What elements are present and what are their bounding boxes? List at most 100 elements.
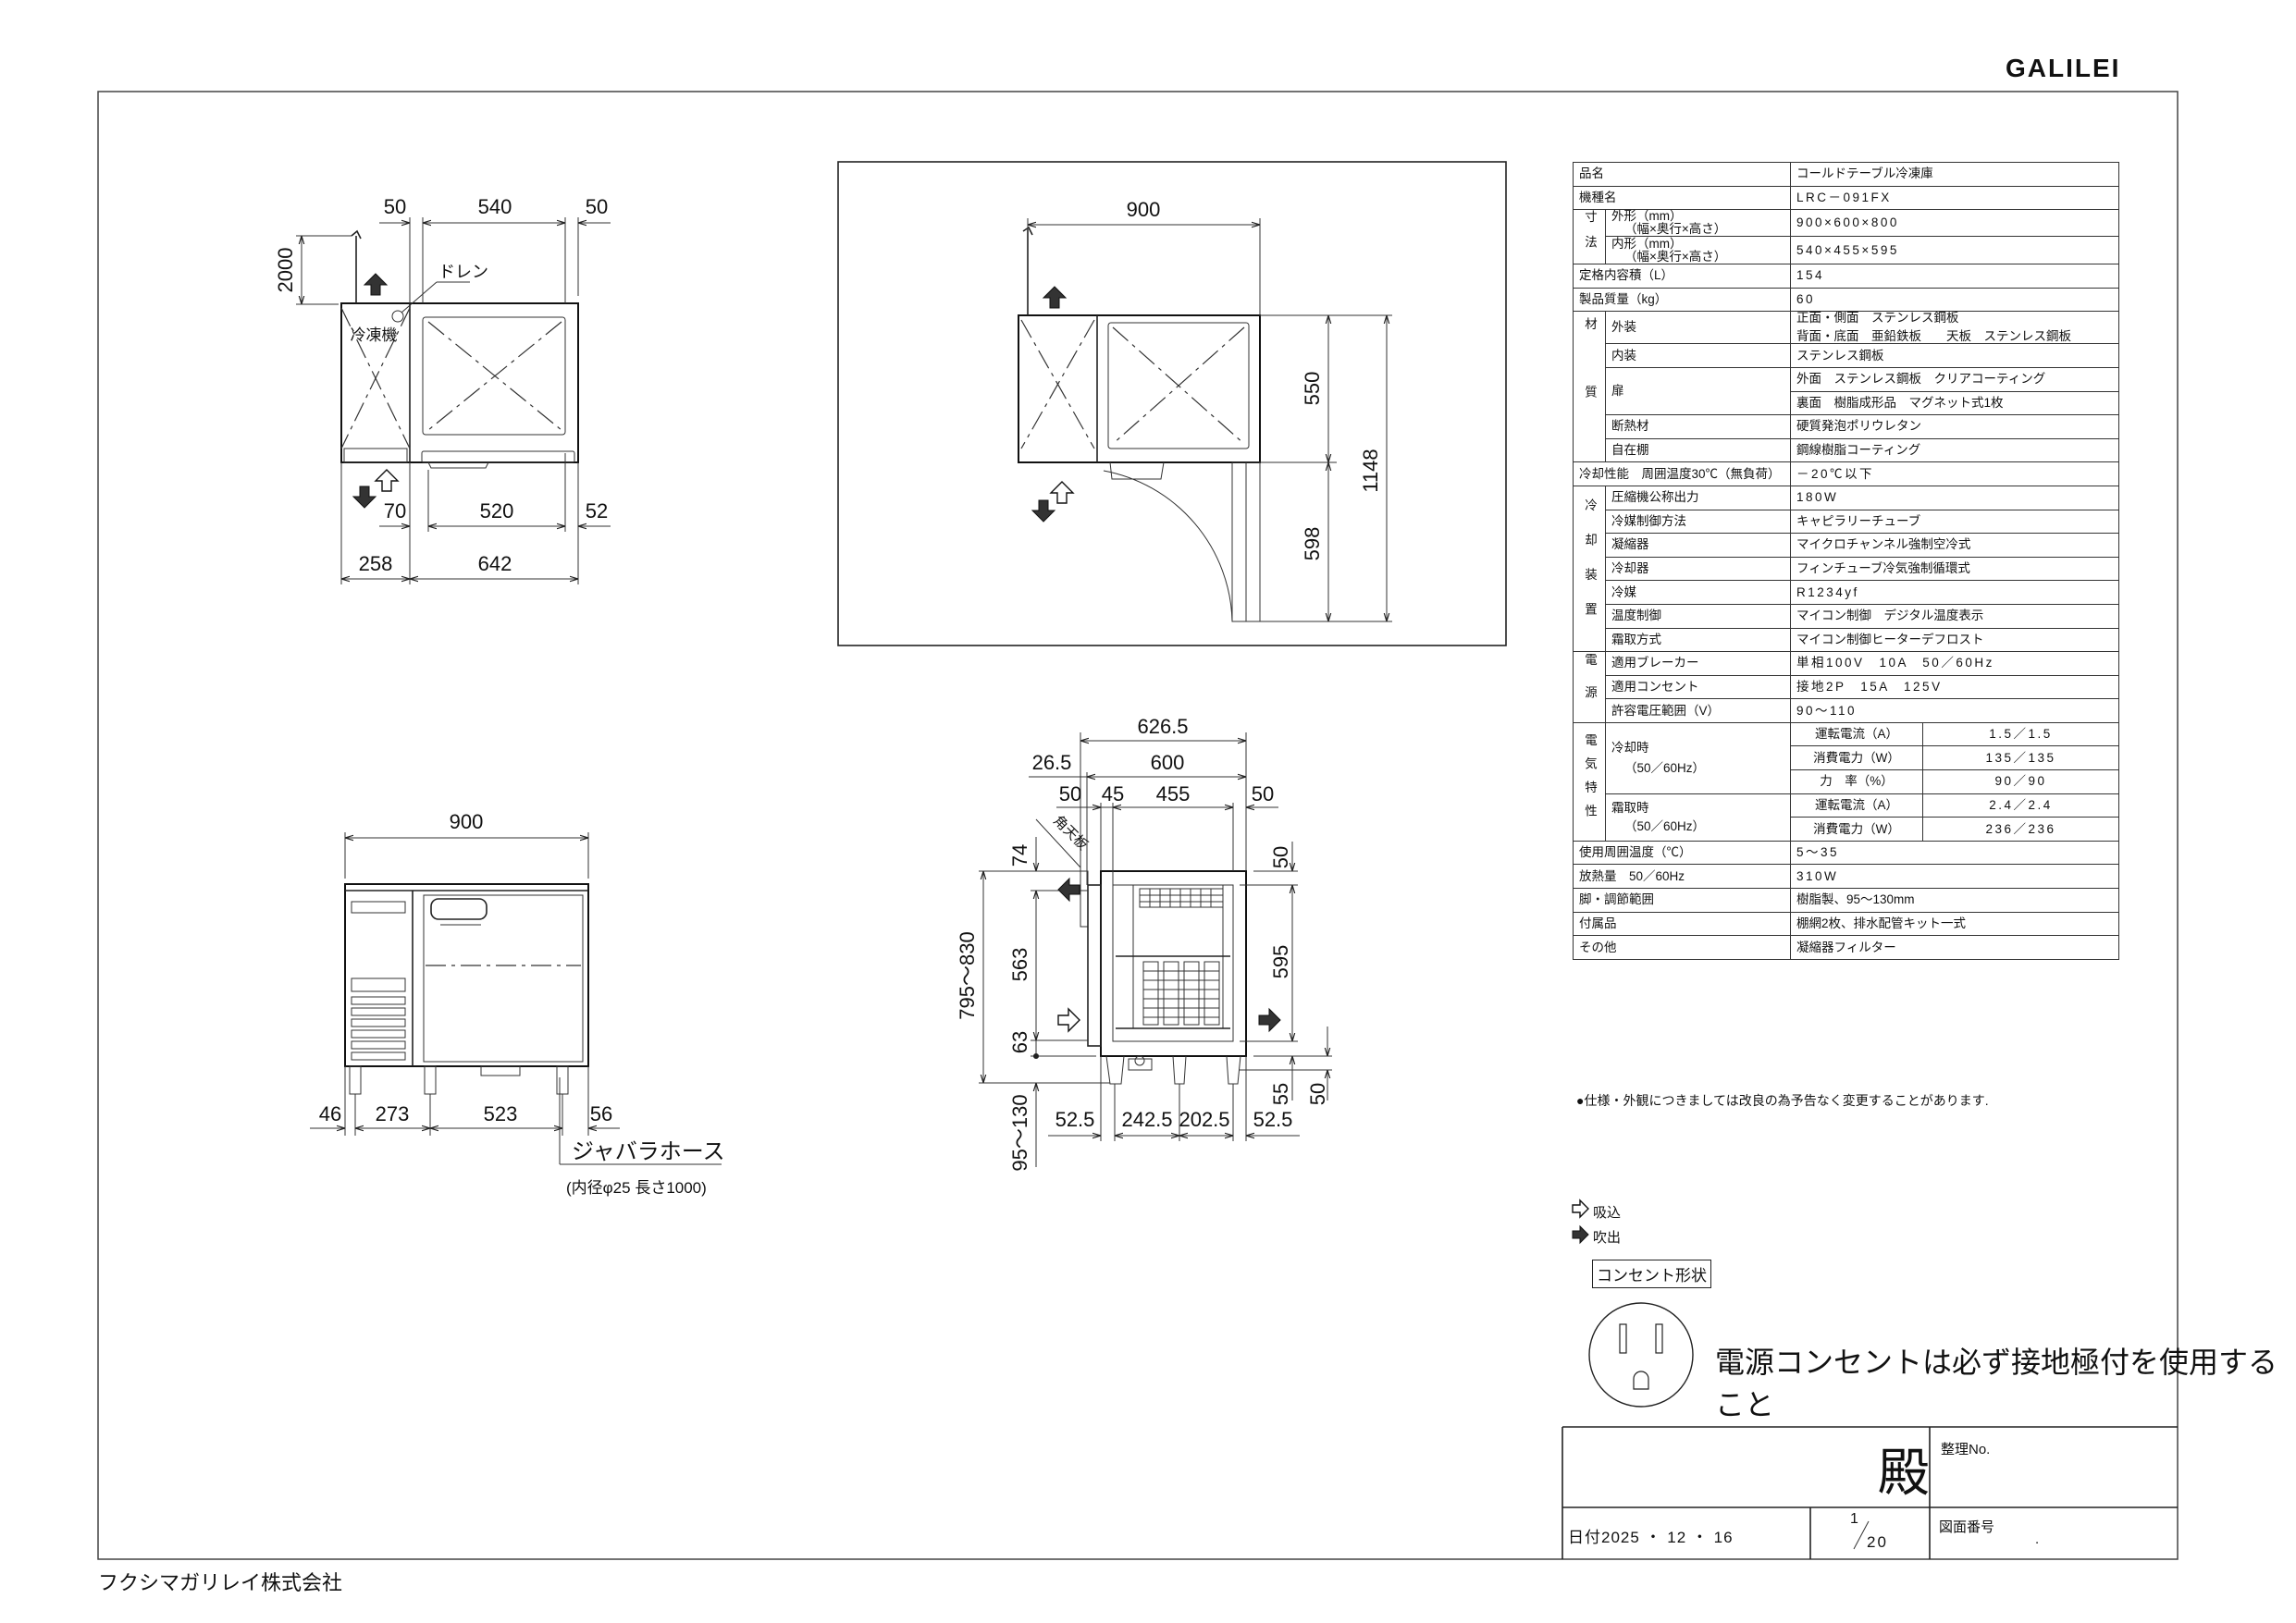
spec-label: 定格内容積（L） — [1573, 264, 1791, 289]
spec-group-label: 電気特性 — [1573, 721, 1606, 842]
dim-label: 795～830 — [956, 931, 979, 1019]
spec-label: 冷媒制御方法 — [1605, 509, 1791, 535]
legend-exhaust-label: 吹出 — [1593, 1230, 1622, 1246]
spec-value: 154 — [1789, 264, 2120, 289]
spec-group-label: 材質 — [1573, 311, 1606, 463]
side-view: 626.5 26.5 600 50 45 455 50 角天板 74 563 6… — [956, 715, 1332, 1172]
title-block — [1562, 1426, 2178, 1559]
ref-no-label: 整理No. — [1941, 1442, 1991, 1457]
spec-label: 付属品 — [1573, 911, 1791, 937]
dim-label: 74 — [1008, 844, 1031, 867]
spec-value: 540×455×595 — [1789, 236, 2120, 265]
top-panel-label: 角天板 — [1050, 812, 1092, 854]
spec-value: LRC－091FX — [1789, 185, 2120, 211]
dim-label: 642 — [478, 552, 512, 575]
intake-arrow-icon — [1049, 481, 1075, 504]
dim-label: 50 — [384, 195, 406, 218]
spec-value: －20℃以下 — [1789, 461, 2120, 486]
dim-label: 598 — [1301, 527, 1324, 561]
spec-label: 適用ブレーカー — [1605, 651, 1791, 676]
exhaust-arrow-icon — [1042, 286, 1068, 309]
dim-label: 2000 — [274, 248, 297, 293]
dim-label: 900 — [450, 810, 484, 833]
spec-label: 冷却時（50／60Hz） — [1605, 721, 1791, 794]
dim-label: 45 — [1102, 782, 1124, 805]
spec-group-label: 冷却装置 — [1573, 485, 1606, 653]
spec-label: 温度制御 — [1605, 603, 1791, 629]
dim-label: 242.5 — [1121, 1108, 1172, 1131]
spec-value: 裏面 樹脂成形品 マグネット式1枚 — [1789, 390, 2120, 416]
spec-label: 許容電圧範囲（V） — [1605, 698, 1791, 723]
spec-label: 外装 — [1605, 311, 1791, 345]
drain-icon — [391, 310, 404, 323]
dim-label: 1148 — [1359, 449, 1382, 492]
spec-label: 品名 — [1573, 162, 1791, 187]
exhaust-arrow-icon — [1258, 1007, 1281, 1033]
spec-label: 凝縮器 — [1605, 533, 1791, 558]
dim-label: 52.5 — [1253, 1108, 1293, 1131]
spec-label: 内装 — [1605, 343, 1791, 368]
spec-value: 単相100V 10A 50／60Hz — [1789, 651, 2120, 676]
dim-label: 46 — [319, 1102, 341, 1125]
date: 日付2025 ・ 12 ・ 16 — [1568, 1529, 1734, 1546]
dim-label: 595 — [1269, 945, 1292, 979]
hose-spec: (内径φ25 長さ1000) — [566, 1179, 707, 1197]
spec-value: 正面・側面 ステンレス鋼板背面・底面 亜鉛鉄板 天板 ステンレス鋼板 — [1789, 311, 2120, 345]
spec-label: 霜取方式 — [1605, 627, 1791, 653]
spec-value: キャピラリーチューブ — [1789, 509, 2120, 535]
dim-label: 70 — [384, 499, 406, 523]
spec-value: 1.5／1.5 — [1921, 721, 2120, 747]
dim-label: 55 — [1269, 1083, 1292, 1105]
addressee-suffix: 殿 — [1878, 1444, 1930, 1502]
exhaust-arrow-icon — [1572, 1224, 1589, 1245]
spec-label: 使用周囲温度（℃） — [1573, 840, 1791, 866]
spec-value: コールドテーブル冷凍庫 — [1789, 162, 2120, 187]
dim-label: 26.5 — [1032, 751, 1072, 774]
dim-label: 52 — [586, 499, 608, 523]
spec-label: 消費電力（W） — [1790, 745, 1923, 771]
sheet-frame — [97, 91, 2179, 1560]
drain-label: ドレン — [438, 263, 488, 281]
spec-value: 接地2P 15A 125V — [1789, 674, 2120, 700]
front-view: 900 46 273 523 56 ジャバラホース (内径φ25 長さ1000) — [310, 810, 725, 1197]
intake-arrow-icon — [1572, 1199, 1589, 1219]
spec-value: マイクロチャンネル強制空冷式 — [1789, 533, 2120, 558]
plan-view: ドレン 冷凍機 50 540 50 2000 70 520 52 2 — [274, 195, 611, 584]
legend-intake: 吸込 — [1593, 1202, 1621, 1222]
spec-label: 圧縮機公称出力 — [1605, 485, 1791, 510]
spec-value: 180W — [1789, 485, 2120, 510]
dim-label: 50 — [1306, 1083, 1329, 1105]
spec-label: 運転電流（A） — [1790, 793, 1923, 818]
spec-label: 力 率（%） — [1790, 769, 1923, 794]
spec-label: 外形（mm）（幅×奥行×高さ） — [1605, 209, 1791, 238]
spec-value: 236／236 — [1921, 817, 2120, 842]
dim-label: 455 — [1156, 782, 1191, 805]
spec-label: 機種名 — [1573, 185, 1791, 211]
intake-arrow-icon — [1057, 1007, 1080, 1033]
spec-label: 消費電力（W） — [1790, 817, 1923, 842]
spec-change-note: ●仕様・外観につきましては改良の為予告なく変更することがあります. — [1576, 1093, 1989, 1108]
spec-value: 900×600×800 — [1789, 209, 2120, 238]
spec-value: 135／135 — [1921, 745, 2120, 771]
legend-intake-label: 吸込 — [1593, 1205, 1622, 1221]
spec-value: フィンチューブ冷気強制循環式 — [1789, 556, 2120, 582]
spec-label: 冷却性能 周囲温度30℃（無負荷） — [1573, 461, 1791, 486]
dim-label: 523 — [484, 1102, 518, 1125]
spec-value: 90／90 — [1921, 769, 2120, 794]
dim-label: 550 — [1301, 372, 1324, 406]
dim-label: 540 — [478, 195, 512, 218]
dim-label: 50 — [1059, 782, 1081, 805]
outlet-icon — [1588, 1302, 1694, 1408]
dim-label: 600 — [1151, 751, 1185, 774]
exhaust-arrow-icon — [352, 486, 377, 509]
spec-value: マイコン制御 デジタル温度表示 — [1789, 603, 2120, 629]
intake-arrow-icon — [374, 469, 400, 492]
dim-label: 50 — [586, 195, 608, 218]
spec-label: 製品質量（kg） — [1573, 287, 1791, 313]
spec-label: 運転電流（A） — [1790, 721, 1923, 747]
spec-label: 放熱量 50／60Hz — [1573, 864, 1791, 890]
spec-value: 硬質発泡ポリウレタン — [1789, 414, 2120, 439]
drawing-no-value: . — [2035, 1531, 2040, 1547]
spec-value: 310W — [1789, 864, 2120, 890]
